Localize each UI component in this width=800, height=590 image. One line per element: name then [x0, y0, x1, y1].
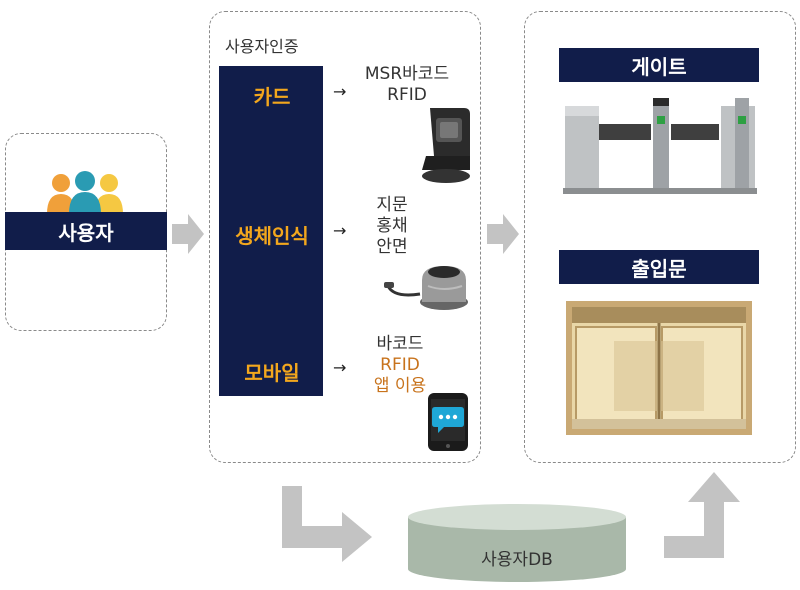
user-db-cylinder	[408, 504, 626, 582]
biometric-detail-face: 안면	[376, 237, 408, 257]
user-db-label: 사용자DB	[481, 550, 553, 570]
user-label: 사용자	[5, 212, 167, 250]
elbow-arrow-right-up-icon	[664, 472, 740, 558]
method-mobile-arrow: →	[333, 358, 347, 377]
door-label: 출입문	[559, 250, 759, 284]
biometric-detail-fingerprint: 지문	[376, 195, 408, 215]
biometric-detail-iris: 홍채	[376, 216, 408, 236]
mobile-detail-app: 앱 이용	[373, 376, 427, 396]
right-arrow-icon	[487, 214, 519, 254]
biometric-details: 지문 홍채 안면	[366, 195, 418, 258]
method-biometric-arrow: →	[333, 221, 347, 240]
mobile-details: 바코드 RFID 앱 이용	[356, 334, 444, 397]
mobile-detail-rfid: RFID	[380, 355, 420, 375]
auth-methods-bar	[219, 66, 323, 396]
speed-gate-image	[563, 98, 757, 194]
user-group-icon	[47, 171, 123, 214]
method-card-arrow: →	[333, 82, 347, 101]
fingerprint-reader-icon	[384, 266, 468, 310]
mobile-phone-icon	[428, 393, 468, 451]
gate-label: 게이트	[559, 48, 759, 82]
method-card-label: 카드	[253, 85, 291, 109]
barcode-scanner-icon	[422, 108, 470, 183]
auth-title: 사용자인증	[225, 37, 299, 56]
method-biometric-label: 생체인식	[235, 224, 309, 248]
mobile-detail-barcode: 바코드	[376, 334, 424, 354]
elbow-arrow-down-right-icon	[282, 486, 372, 562]
card-details: MSR바코드 RFID	[355, 64, 459, 106]
method-mobile-label: 모바일	[244, 361, 300, 385]
right-arrow-icon	[172, 214, 204, 254]
card-detail-msr: MSR바코드	[364, 64, 450, 84]
card-detail-rfid: RFID	[387, 85, 427, 105]
auto-door-image	[566, 301, 752, 435]
